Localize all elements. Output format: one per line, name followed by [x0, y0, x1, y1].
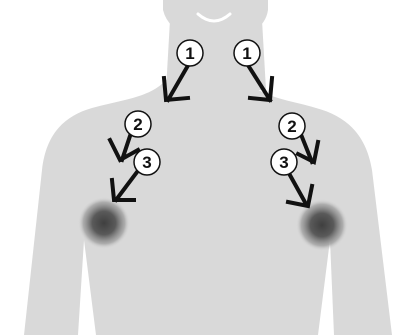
step-label-1-right: 1: [242, 44, 251, 63]
step-badge-3-left: 3: [134, 149, 160, 175]
step-label-1-left: 1: [185, 44, 194, 63]
step-badge-3-right: 3: [271, 149, 297, 175]
step-label-2-right: 2: [287, 117, 296, 136]
lymph-node-left: [78, 197, 130, 249]
step-badge-1-left: 1: [177, 40, 203, 66]
step-badge-2-left: 2: [125, 111, 151, 137]
step-label-2-left: 2: [133, 115, 142, 134]
step-label-3-left: 3: [142, 153, 151, 172]
step-label-3-right: 3: [279, 153, 288, 172]
step-badge-1-right: 1: [234, 40, 260, 66]
step-badge-2-right: 2: [279, 113, 305, 139]
